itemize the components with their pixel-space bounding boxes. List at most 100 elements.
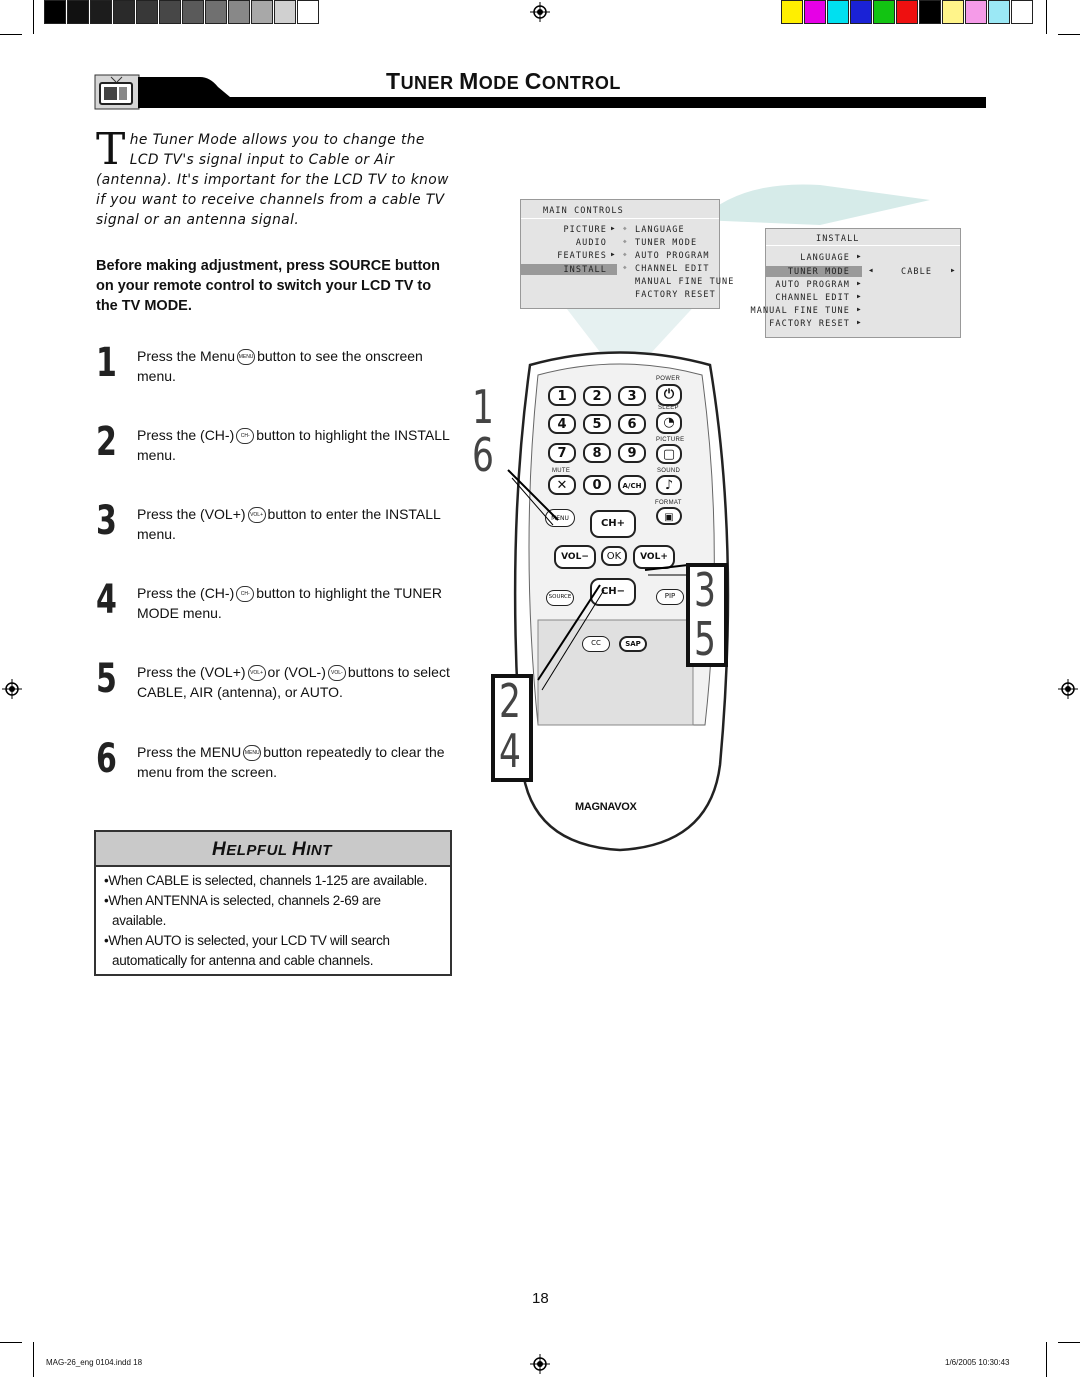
tuner-mode-value: CABLE bbox=[901, 267, 933, 277]
key-7[interactable]: 7 bbox=[548, 443, 576, 463]
trim-mark bbox=[1058, 34, 1080, 35]
key-2[interactable]: 2 bbox=[583, 386, 611, 406]
page-number: 18 bbox=[532, 1290, 549, 1307]
brand-logo: MAGNAVOX bbox=[575, 801, 637, 813]
vol-minus-button[interactable]: VOL− bbox=[554, 545, 596, 569]
main-controls-menu: MAIN CONTROLS PICTURE AUDIO FEATURES INS… bbox=[520, 199, 733, 309]
menu-item[interactable]: AUTO PROGRAM bbox=[775, 280, 850, 290]
key-3[interactable]: 3 bbox=[618, 386, 646, 406]
drop-cap: T bbox=[96, 124, 126, 175]
menu-item[interactable]: MANUAL FINE TUNE bbox=[750, 306, 850, 316]
ch-plus-button[interactable]: CH+ bbox=[590, 510, 636, 538]
callout-number: 6 bbox=[472, 428, 494, 482]
submenu-item[interactable]: AUTO PROGRAM bbox=[635, 251, 710, 261]
step-number: 2 bbox=[96, 419, 117, 465]
callout-lines bbox=[507, 469, 689, 691]
format-button[interactable]: ▣ bbox=[656, 507, 682, 525]
key-9[interactable]: 9 bbox=[618, 443, 646, 463]
callout-box-2-4 bbox=[491, 674, 533, 782]
callout-number: 2 bbox=[499, 674, 521, 728]
menu-item-audio[interactable]: AUDIO bbox=[575, 238, 607, 248]
key-0[interactable]: 0 bbox=[583, 475, 611, 495]
header-rule bbox=[140, 97, 986, 108]
menu-item-features[interactable]: FEATURES bbox=[557, 251, 607, 261]
hint-line: •When CABLE is selected, channels 1-125 … bbox=[104, 873, 428, 888]
step-number: 3 bbox=[96, 498, 117, 544]
callout-number: 3 bbox=[694, 563, 716, 617]
submenu-item[interactable]: LANGUAGE bbox=[635, 225, 685, 235]
sound-label: SOUND bbox=[657, 468, 681, 474]
menu-item[interactable]: FACTORY RESET bbox=[769, 319, 850, 329]
key-6[interactable]: 6 bbox=[618, 414, 646, 434]
ok-button[interactable]: OK bbox=[601, 546, 627, 566]
menu-title: MAIN CONTROLS bbox=[543, 206, 624, 216]
ch-minus-button[interactable]: CH− bbox=[590, 578, 636, 606]
submenu-item[interactable]: FACTORY RESET bbox=[635, 290, 716, 300]
menu-item-tuner-mode[interactable]: TUNER MODE bbox=[787, 267, 850, 277]
arrow-right-icon: ▶ bbox=[857, 280, 862, 287]
registration-mark-icon bbox=[530, 2, 550, 22]
key-4[interactable]: 4 bbox=[548, 414, 576, 434]
trim-mark bbox=[33, 0, 34, 34]
bullet-icon: ◆ bbox=[623, 238, 628, 245]
step-text: Press the (VOL+)VOL+or (VOL-)VOL-buttons… bbox=[137, 664, 450, 700]
arrow-right-icon: ▶ bbox=[857, 293, 862, 300]
menu-item[interactable]: CHANNEL EDIT bbox=[775, 293, 850, 303]
trim-mark bbox=[1046, 0, 1047, 34]
footer-filename: MAG-26_eng 0104.indd 18 bbox=[46, 1358, 143, 1367]
bullet-icon: ◆ bbox=[623, 225, 628, 232]
submenu-item[interactable]: MANUAL FINE TUNE bbox=[635, 277, 735, 287]
registration-mark-icon bbox=[530, 1354, 550, 1374]
submenu-item[interactable]: TUNER MODE bbox=[635, 238, 698, 248]
step-text: Press the (CH-)CH-button to highlight th… bbox=[137, 427, 450, 463]
sleep-button[interactable]: ◔ bbox=[656, 412, 682, 434]
hint-title: HELPFUL HINT bbox=[212, 839, 332, 860]
hint-line: •When ANTENNA is selected, channels 2-69… bbox=[104, 893, 381, 908]
menu-button-icon: MENU bbox=[237, 349, 256, 366]
arrow-right-icon[interactable]: ▶ bbox=[951, 267, 956, 274]
pip-button[interactable]: PIP bbox=[656, 589, 684, 605]
step-4: 4 Press the (CH-)CH-button to highlight … bbox=[96, 577, 456, 633]
tv-icon bbox=[94, 74, 140, 110]
picture-label: PICTURE bbox=[656, 437, 685, 443]
install-menu: INSTALL LANGUAGE TUNER MODE AUTO PROGRAM… bbox=[751, 228, 961, 338]
vol-plus-button-icon: VOL+ bbox=[247, 665, 266, 682]
source-button[interactable]: SOURCE bbox=[546, 590, 574, 606]
step-text: Press the (CH-)CH-button to highlight th… bbox=[137, 585, 442, 621]
header-rule-tab bbox=[138, 77, 258, 108]
trim-mark bbox=[1046, 1342, 1047, 1377]
menu-item-picture[interactable]: PICTURE bbox=[563, 225, 607, 235]
cc-button[interactable]: CC bbox=[582, 636, 610, 652]
trim-mark bbox=[33, 1342, 34, 1377]
arrow-left-icon[interactable]: ◀ bbox=[869, 267, 874, 274]
mute-button[interactable]: ✕ bbox=[548, 475, 576, 495]
submenu-item[interactable]: CHANNEL EDIT bbox=[635, 264, 710, 274]
picture-button[interactable]: ▢ bbox=[656, 444, 682, 464]
menu-item-install[interactable]: INSTALL bbox=[563, 265, 607, 275]
hint-line: •When AUTO is selected, your LCD TV will… bbox=[104, 933, 390, 948]
key-5[interactable]: 5 bbox=[583, 414, 611, 434]
key-8[interactable]: 8 bbox=[583, 443, 611, 463]
trim-mark bbox=[1058, 1342, 1080, 1343]
vol-minus-button-icon: VOL- bbox=[327, 665, 346, 682]
registration-mark-icon bbox=[2, 679, 22, 699]
page-title: TUNER MODE CONTROL bbox=[386, 68, 621, 94]
ach-button[interactable]: A/CH bbox=[618, 475, 646, 495]
key-1[interactable]: 1 bbox=[548, 386, 576, 406]
power-button[interactable]: ⏻ bbox=[656, 384, 682, 406]
vol-plus-button-icon: VOL+ bbox=[247, 507, 266, 524]
step-3: 3 Press the (VOL+)VOL+button to enter th… bbox=[96, 498, 456, 554]
menu-item[interactable]: LANGUAGE bbox=[800, 253, 850, 263]
sap-button[interactable]: SAP bbox=[619, 636, 647, 652]
mute-label: MUTE bbox=[552, 468, 571, 474]
sound-button[interactable]: ♪ bbox=[656, 475, 682, 495]
callout-number: 5 bbox=[694, 612, 716, 666]
step-number: 6 bbox=[96, 736, 117, 782]
callout-box-3-5 bbox=[686, 563, 728, 667]
hint-header: HELPFUL HINT bbox=[96, 832, 450, 867]
